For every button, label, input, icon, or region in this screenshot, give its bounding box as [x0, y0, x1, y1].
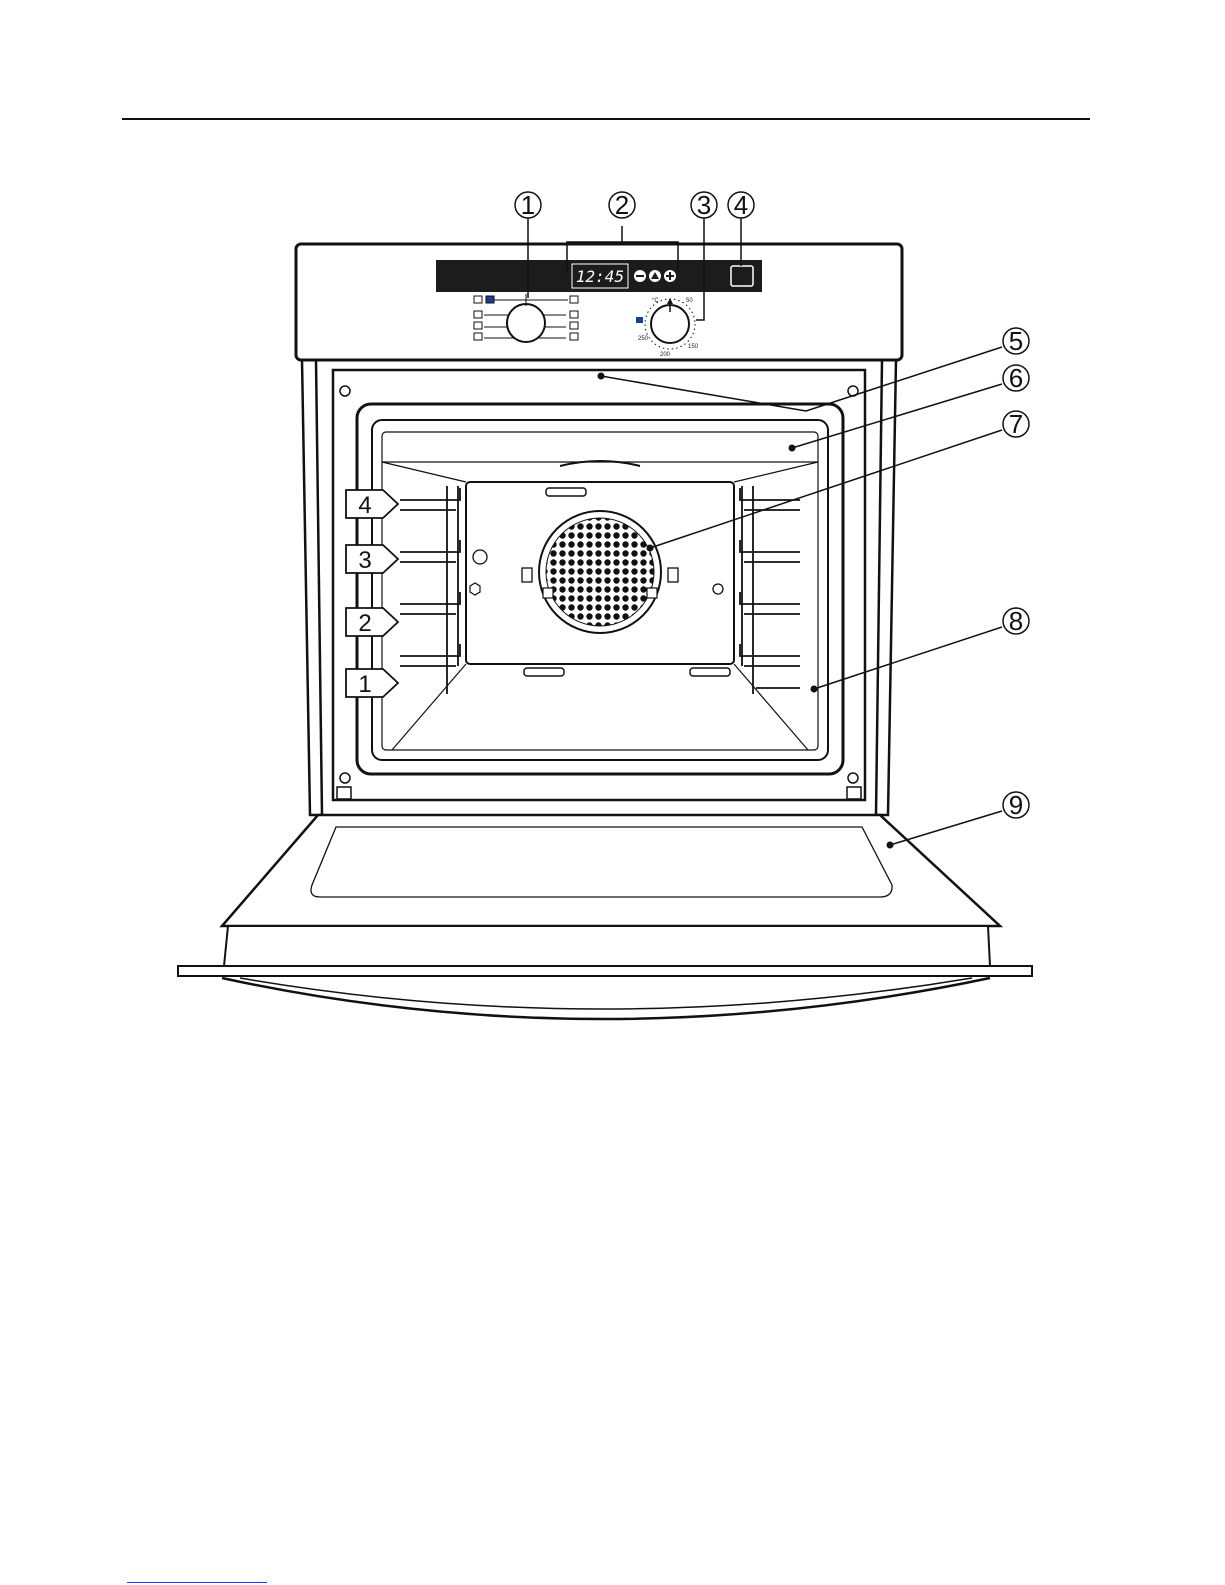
svg-text:3: 3: [697, 190, 711, 220]
footer-link-underline: [127, 1582, 267, 1583]
callout-3: 3: [691, 190, 717, 220]
display-time: 12:45: [576, 267, 624, 286]
callout-8: 8: [1003, 606, 1029, 636]
callout-7: 7: [1003, 409, 1029, 439]
clock-button[interactable]: [649, 270, 661, 282]
callout-5: 5: [1003, 326, 1029, 356]
svg-text:2: 2: [358, 610, 371, 637]
callout-9: 9: [1003, 790, 1029, 820]
callout-1: 1: [515, 190, 541, 220]
svg-text:4: 4: [734, 190, 748, 220]
plus-button[interactable]: [664, 270, 676, 282]
svg-text:7: 7: [1009, 409, 1023, 439]
control-panel: 12:45: [296, 218, 902, 360]
callout-6: 6: [1003, 363, 1029, 393]
minus-button[interactable]: [634, 270, 646, 282]
svg-text:9: 9: [1009, 790, 1023, 820]
temp-unit: °C: [652, 298, 659, 304]
svg-text:4: 4: [358, 492, 371, 519]
svg-text:1: 1: [521, 190, 535, 220]
callout-4: 4: [728, 190, 754, 220]
oven-door: [178, 815, 1032, 1019]
callout-2: 2: [609, 190, 635, 220]
sensor-switch[interactable]: [731, 266, 753, 286]
temp-50: 50: [686, 298, 693, 304]
svg-text:2: 2: [615, 190, 629, 220]
temperature-selector-icon: [636, 317, 643, 323]
temp-150: 150: [688, 344, 699, 350]
svg-text:5: 5: [1009, 326, 1023, 356]
temp-250: 250: [638, 336, 649, 342]
fan-icon: [539, 511, 661, 633]
clock-display: 12:45: [572, 264, 628, 288]
svg-text:6: 6: [1009, 363, 1023, 393]
svg-text:1: 1: [358, 671, 371, 698]
svg-text:8: 8: [1009, 606, 1023, 636]
svg-text:3: 3: [358, 547, 371, 574]
temp-200: 200: [660, 352, 671, 358]
